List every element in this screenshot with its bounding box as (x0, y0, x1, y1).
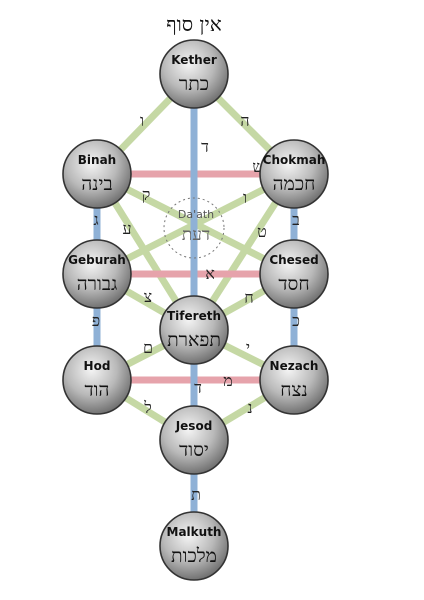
sefira-sphere (159, 295, 229, 365)
sefira-name: Malkuth (167, 525, 222, 539)
path-letter-jesod-malkuth: ת (191, 485, 201, 504)
sefira-kether: Kether כתר (159, 39, 229, 109)
sefira-sphere (259, 239, 329, 309)
sefira-name: Hod (84, 359, 111, 373)
sefira-geburah: Geburah גבורה (62, 239, 132, 309)
path-letter-chesed-nezach: כ (292, 311, 300, 330)
path-letter-kether-tifereth: ד (201, 137, 209, 156)
sefira-hebrew: נצח (280, 379, 307, 401)
sefira-sphere (259, 139, 329, 209)
sefira-hebrew: בינה (81, 173, 112, 195)
sefira-name: Kether (171, 53, 217, 67)
daath-hebrew: דעת (182, 225, 210, 245)
daath-node: Da'ath דעת (163, 197, 225, 259)
sefira-hebrew: יסוד (179, 439, 209, 461)
sefira-name: Binah (78, 153, 116, 167)
sefira-nezach: Nezach נצח (259, 345, 329, 415)
sefira-hebrew: מלכות (171, 545, 217, 567)
sefira-name: Chesed (269, 253, 318, 267)
sefira-sphere (159, 405, 229, 475)
sefira-hebrew: חכמה (273, 173, 316, 195)
sefira-sphere (159, 39, 229, 109)
sefira-sphere (259, 345, 329, 415)
sefira-hebrew: חסד (278, 273, 309, 295)
path-letter-binah-chesed: ק (142, 185, 151, 204)
path-letter-chokmah-chesed: ב (292, 210, 300, 229)
sefira-name: Tifereth (167, 309, 221, 323)
sefira-hod: Hod הוד (62, 345, 132, 415)
sefira-chesed: Chesed חסד (259, 239, 329, 309)
path-letter-geburah-chesed: א (205, 264, 215, 283)
sefira-chokmah: Chokmah חכמה (259, 139, 329, 209)
sefira-sphere (62, 239, 132, 309)
path-letter-chokmah-tifereth: ו (243, 188, 247, 207)
path-letter-kether-chokmah: ה (240, 111, 249, 130)
path-letter-geburah-hod: פ (92, 311, 100, 330)
path-letter-hod-nezach: מ (223, 371, 232, 390)
path-letter-geburah-tifereth: צ (144, 287, 152, 306)
sefira-name: Jesod (175, 419, 213, 433)
path-letter-chesed-tifereth: ח (244, 288, 253, 307)
sefira-sphere (159, 511, 229, 581)
sefira-binah: Binah בינה (62, 139, 132, 209)
sefira-name: Nezach (270, 359, 319, 373)
path-letter-kether-binah: ו (140, 111, 144, 130)
sefira-name: Chokmah (263, 153, 326, 167)
sefirot-layer: KetherכתרBinahבינהChokmahחכמהGeburahגבור… (62, 39, 329, 581)
path-letter-tifereth-hod: ם (143, 338, 153, 357)
ein-sof-title: אין סוף (166, 12, 222, 36)
sefira-hebrew: כתר (179, 73, 209, 95)
daath-circle (163, 197, 225, 259)
sefira-hebrew: תפארת (167, 329, 221, 351)
path-letter-tifereth-nezach: י (246, 338, 250, 357)
sefira-hebrew: גבורה (77, 273, 118, 295)
path-letter-binah-tifereth: ע (122, 219, 131, 238)
sefira-malkuth: Malkuth מלכות (159, 511, 229, 581)
sefira-hebrew: הוד (85, 379, 110, 401)
sefira-sphere (62, 345, 132, 415)
sefira-sphere (62, 139, 132, 209)
path-letter-nezach-jesod: נ (247, 398, 252, 417)
sefira-name: Geburah (68, 253, 126, 267)
sefira-tifereth: Tifereth תפארת (159, 295, 229, 365)
path-letter-tifereth-jesod: ד (194, 378, 202, 397)
daath-name: Da'ath (178, 208, 214, 221)
path-letter-binah-geburah: ג (93, 210, 98, 229)
sefira-jesod: Jesod יסוד (159, 405, 229, 475)
path-letter-hod-jesod: ל (143, 398, 151, 417)
path-letter-chokmah-geburah: ט (257, 222, 267, 241)
